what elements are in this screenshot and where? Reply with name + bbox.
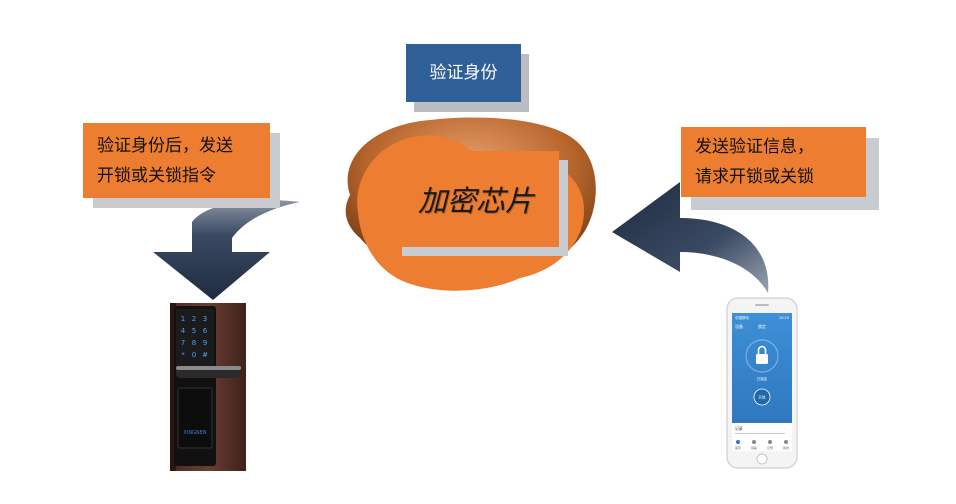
phone-nav-back[interactable]: 设备 [735, 323, 743, 329]
keypad-key: 7 [181, 339, 185, 347]
right-note-box: 发送验证信息， 请求开锁或关锁 [681, 127, 866, 197]
left-note-line-2: 开锁或关锁指令 [97, 165, 216, 186]
phone-tab-icon[interactable] [752, 440, 756, 444]
keypad-key: 6 [203, 327, 208, 335]
keypad-key: 1 [181, 315, 185, 323]
right-left-arrow [612, 182, 769, 293]
smartphone-image: 中国移动 10:20 设备 锁定 已锁定 开锁 记录 首页钥匙记录我的 [726, 297, 798, 469]
encryption-chip-label: 加密芯片 [417, 184, 534, 218]
left-note-line-1: 验证身份后，发送 [97, 135, 233, 156]
keypad-key: 2 [192, 315, 196, 323]
keypad-key: * [181, 351, 185, 359]
keypad-key: 3 [203, 315, 207, 323]
phone-tab-label[interactable]: 钥匙 [751, 445, 757, 450]
phone-tab-bar: 首页 钥匙 记录 我的 [735, 440, 789, 450]
phone-tab-label[interactable]: 首页 [735, 445, 741, 450]
keypad-key: # [202, 351, 208, 359]
phone-nav-title: 锁定 [758, 323, 766, 329]
phone-home-button[interactable] [756, 453, 768, 465]
phone-action-button[interactable] [753, 388, 771, 406]
phone-tab-label[interactable]: 记录 [767, 445, 773, 450]
left-down-arrow [153, 200, 300, 300]
phone-section-title: 记录 [735, 426, 743, 431]
lock-brand: XINGNEN [183, 430, 206, 436]
keypad-key: 4 [181, 327, 186, 335]
left-note-box: 验证身份后，发送 开锁或关锁指令 [83, 123, 270, 198]
phone-lock-status: 已锁定 [757, 376, 768, 381]
right-note-line-2: 请求开锁或关锁 [695, 167, 814, 187]
keypad-key: 9 [203, 339, 207, 347]
padlock-icon [756, 345, 768, 364]
verify-identity-label: 验证身份 [406, 44, 521, 102]
phone-action-label: 开锁 [759, 395, 767, 400]
chip-label-box [393, 151, 559, 247]
phone-tab-icon[interactable] [784, 440, 788, 444]
keypad-key: 5 [192, 327, 196, 335]
phone-tab-label[interactable]: 我的 [783, 445, 789, 450]
phone-status-right: 10:20 [779, 316, 789, 320]
keypad-key: 8 [192, 339, 196, 347]
phone-status-left: 中国移动 [735, 315, 749, 320]
keypad-key: 0 [192, 351, 196, 359]
right-note-line-1: 发送验证信息， [695, 137, 814, 157]
phone-tab-icon[interactable] [768, 440, 772, 444]
phone-tab-icon[interactable] [736, 440, 740, 444]
